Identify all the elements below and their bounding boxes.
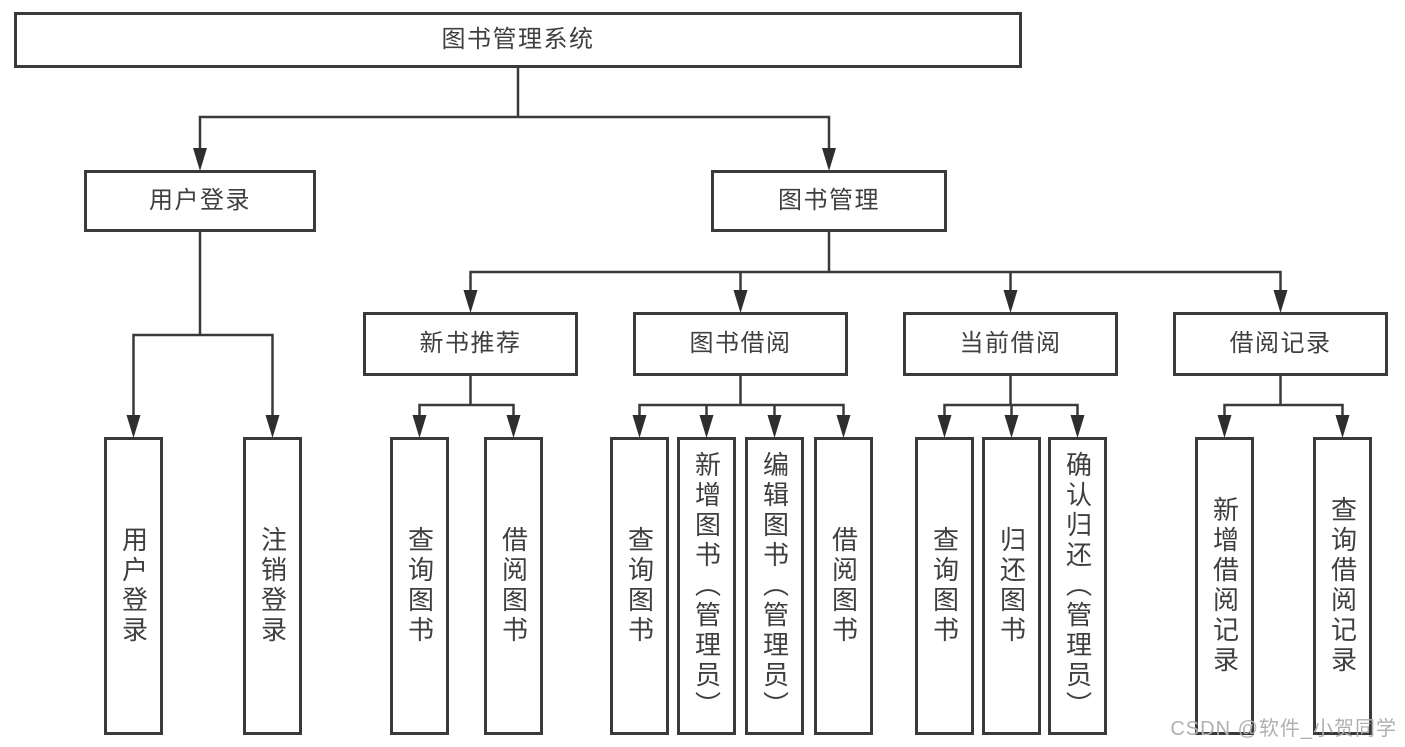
node-nb-borrow: 借阅图书 — [484, 437, 543, 735]
node-cb-confirm: 确认归还（管理员） — [1048, 437, 1107, 735]
node-root: 图书管理系统 — [14, 12, 1022, 68]
watermark: CSDN @软件_小贺同学 — [1170, 718, 1397, 740]
arrowhead-bb-edit — [767, 415, 782, 438]
arrowhead-nb-query — [412, 415, 427, 438]
arrowhead-bb-query — [632, 415, 647, 438]
arrowhead-book-borrow — [733, 290, 748, 313]
arrowhead-nb-borrow — [506, 415, 521, 438]
node-leaf-logout: 注销登录 — [243, 437, 302, 735]
node-br-query: 查询借阅记录 — [1313, 437, 1372, 735]
node-br-add: 新增借阅记录 — [1195, 437, 1254, 735]
arrowhead-leaf-user-login — [126, 415, 141, 438]
node-bb-add: 新增图书（管理员） — [677, 437, 736, 735]
arrowhead-cb-confirm — [1070, 415, 1085, 438]
arrowhead-cb-return — [1004, 415, 1019, 438]
node-user-login: 用户登录 — [84, 170, 316, 232]
arrowhead-borrow-records — [1273, 290, 1288, 313]
node-leaf-user-login: 用户登录 — [104, 437, 163, 735]
arrowhead-leaf-logout — [265, 415, 280, 438]
node-borrow-records: 借阅记录 — [1173, 312, 1388, 376]
node-cb-return: 归还图书 — [982, 437, 1041, 735]
node-bb-edit: 编辑图书（管理员） — [745, 437, 804, 735]
arrowhead-cb-query — [937, 415, 952, 438]
node-current-borrow: 当前借阅 — [903, 312, 1118, 376]
node-book-borrow: 图书借阅 — [633, 312, 848, 376]
node-bb-query: 查询图书 — [610, 437, 669, 735]
node-cb-query: 查询图书 — [915, 437, 974, 735]
arrowhead-book-mgmt — [822, 148, 836, 171]
node-nb-query: 查询图书 — [390, 437, 449, 735]
node-new-book-rec: 新书推荐 — [363, 312, 578, 376]
arrowhead-current-borrow — [1003, 290, 1018, 313]
arrowhead-user-login — [193, 148, 207, 171]
arrowhead-bb-add — [699, 415, 714, 438]
arrowhead-br-query — [1335, 415, 1350, 438]
node-book-mgmt: 图书管理 — [711, 170, 947, 232]
node-bb-borrow: 借阅图书 — [814, 437, 873, 735]
arrowhead-br-add — [1217, 415, 1232, 438]
arrowhead-new-book-rec — [463, 290, 478, 313]
arrowhead-bb-borrow — [836, 415, 851, 438]
